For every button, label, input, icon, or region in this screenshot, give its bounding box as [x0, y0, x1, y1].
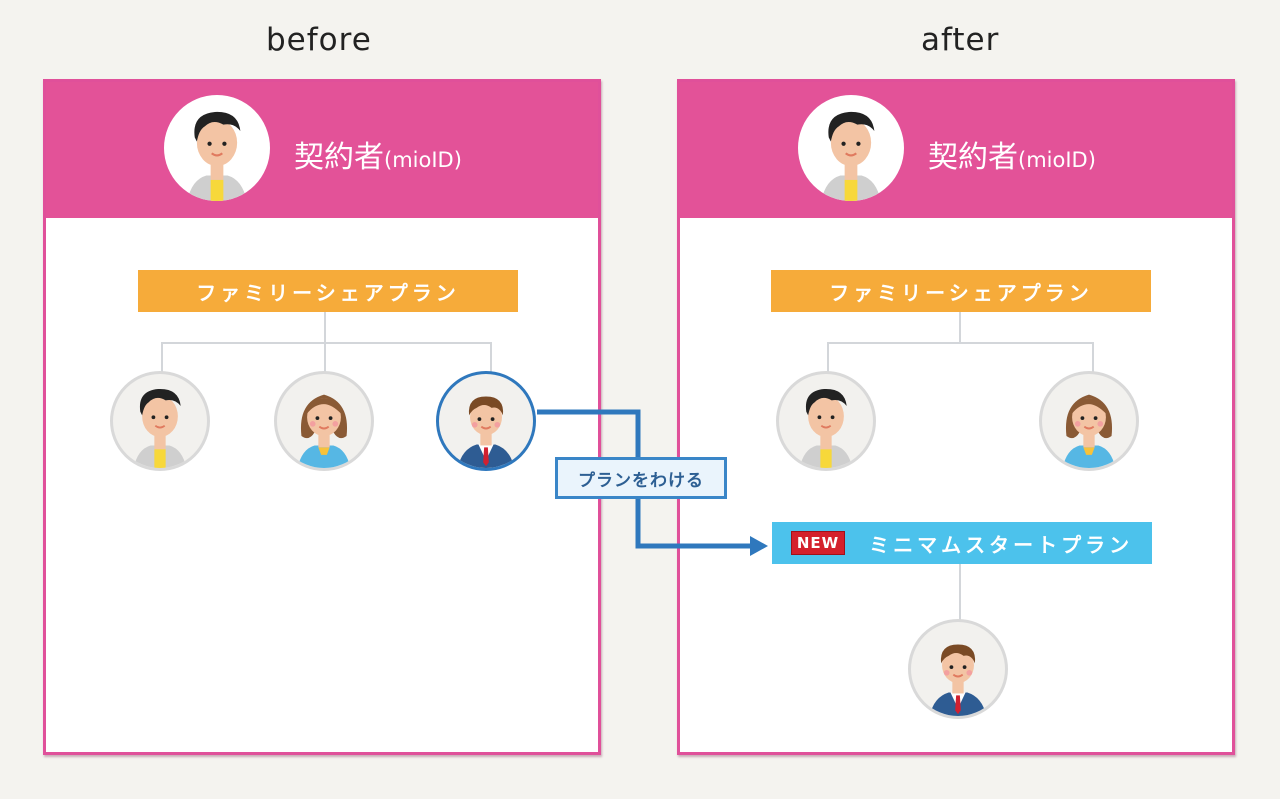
connector-line — [161, 342, 163, 372]
owner-id-label: (mioID) — [1018, 148, 1096, 172]
woman-short-hair-icon — [798, 95, 904, 201]
owner-avatar — [164, 95, 270, 201]
owner-label: 契約者(mioID) — [928, 132, 1096, 176]
before-caption: before — [266, 22, 372, 58]
after-caption: after — [921, 22, 1000, 58]
connector-line — [827, 342, 829, 372]
minimum-start-plan-bar: NEW ミニマムスタートプラン — [772, 522, 1152, 564]
owner-id-label: (mioID) — [384, 148, 462, 172]
connector-line — [490, 342, 492, 372]
new-badge: NEW — [790, 531, 846, 555]
connector-line — [161, 342, 491, 344]
member-avatar — [908, 619, 1008, 719]
member-avatar — [274, 371, 374, 471]
member-avatar — [776, 371, 876, 471]
owner-header: 契約者(mioID) — [46, 82, 598, 218]
woman-long-hair-icon — [1042, 374, 1136, 468]
plan-name: ファミリーシェアプラン — [829, 280, 1093, 305]
split-plan-label: プランをわける — [555, 457, 727, 499]
owner-avatar — [798, 95, 904, 201]
plan-name: ミニマムスタートプラン — [869, 532, 1134, 557]
family-share-plan-bar: ファミリーシェアプラン — [138, 270, 518, 312]
member-avatar — [110, 371, 210, 471]
plan-name: ファミリーシェアプラン — [196, 280, 460, 305]
woman-short-hair-icon — [113, 374, 207, 468]
owner-title: 契約者 — [928, 140, 1018, 175]
before-panel: 契約者(mioID) ファミリーシェアプラン — [43, 79, 601, 755]
connector-line — [1092, 342, 1094, 372]
after-panel: 契約者(mioID) ファミリーシェアプラン NEW ミニマムスタートプラン — [677, 79, 1235, 755]
owner-header: 契約者(mioID) — [680, 82, 1232, 218]
connector-line — [827, 342, 1093, 344]
connector-line — [959, 564, 961, 620]
member-avatar — [1039, 371, 1139, 471]
boy-suit-icon — [911, 622, 1005, 716]
owner-label: 契約者(mioID) — [294, 132, 462, 176]
family-share-plan-bar: ファミリーシェアプラン — [771, 270, 1151, 312]
connector-line — [959, 312, 961, 343]
woman-short-hair-icon — [779, 374, 873, 468]
woman-long-hair-icon — [277, 374, 371, 468]
woman-short-hair-icon — [164, 95, 270, 201]
boy-suit-icon — [439, 374, 533, 468]
owner-title: 契約者 — [294, 140, 384, 175]
selected-member-avatar — [436, 371, 536, 471]
